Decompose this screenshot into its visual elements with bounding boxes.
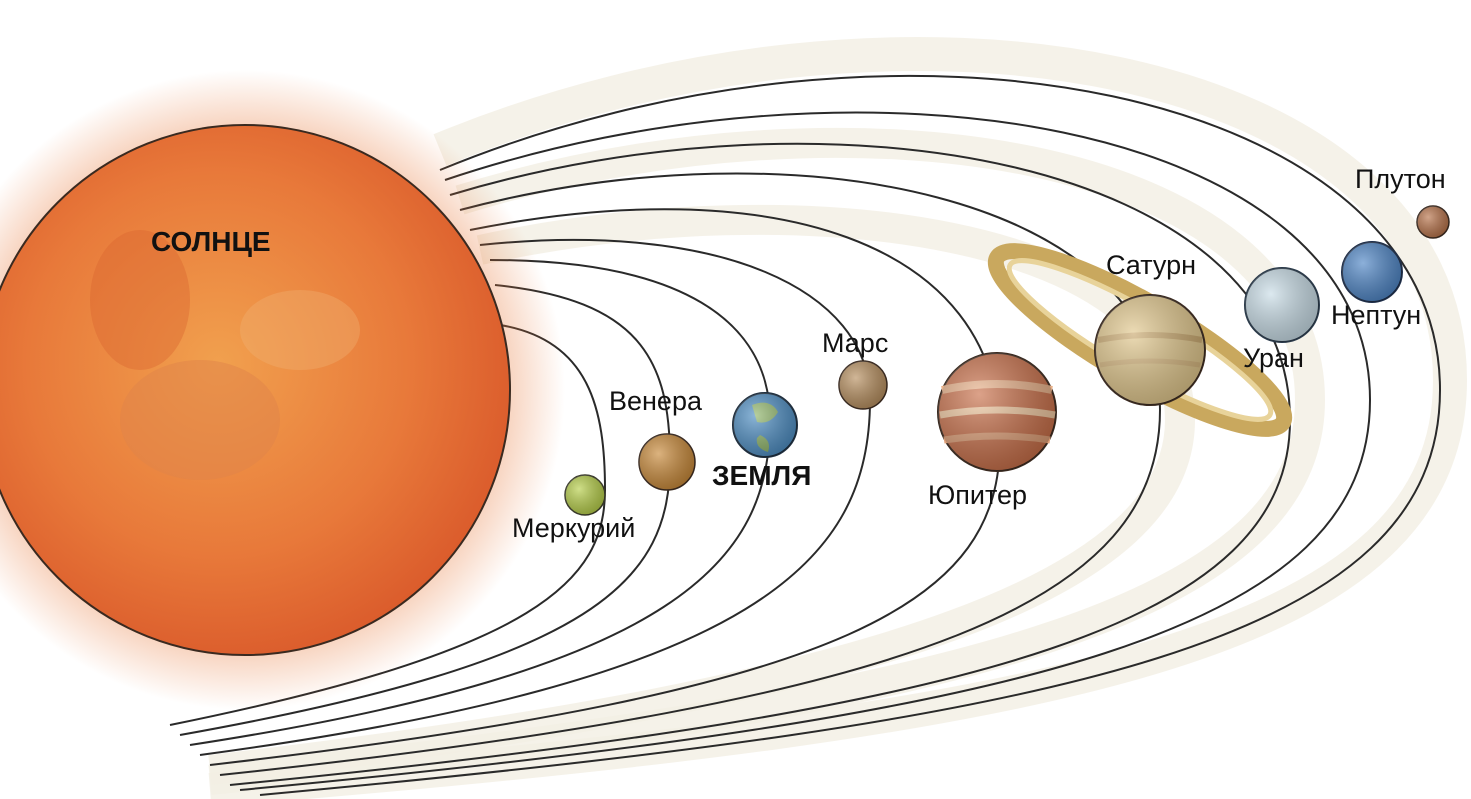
sun <box>0 70 565 710</box>
jupiter-label: Юпитер <box>928 482 1027 509</box>
earth-label: ЗЕМЛЯ <box>712 462 811 490</box>
sun-spot <box>120 360 280 480</box>
planet-mars <box>839 361 887 409</box>
uranus-label: Уран <box>1243 345 1304 372</box>
sun-label: СОЛНЦЕ <box>151 228 271 256</box>
planet-uranus <box>1245 268 1319 342</box>
planet-neptune <box>1342 242 1402 302</box>
pluto-label: Плутон <box>1355 166 1446 193</box>
planet-earth <box>733 393 797 457</box>
planet-pluto <box>1417 206 1449 238</box>
saturn-label: Сатурн <box>1106 252 1196 279</box>
sun-spot <box>240 290 360 370</box>
mars-label: Марс <box>822 330 888 357</box>
mercury-label: Меркурий <box>512 515 635 542</box>
planet-jupiter <box>938 353 1056 471</box>
venus-label: Венера <box>609 388 702 415</box>
planet-mercury <box>565 475 605 515</box>
planet-venus <box>639 434 695 490</box>
neptune-label: Нептун <box>1331 302 1421 329</box>
